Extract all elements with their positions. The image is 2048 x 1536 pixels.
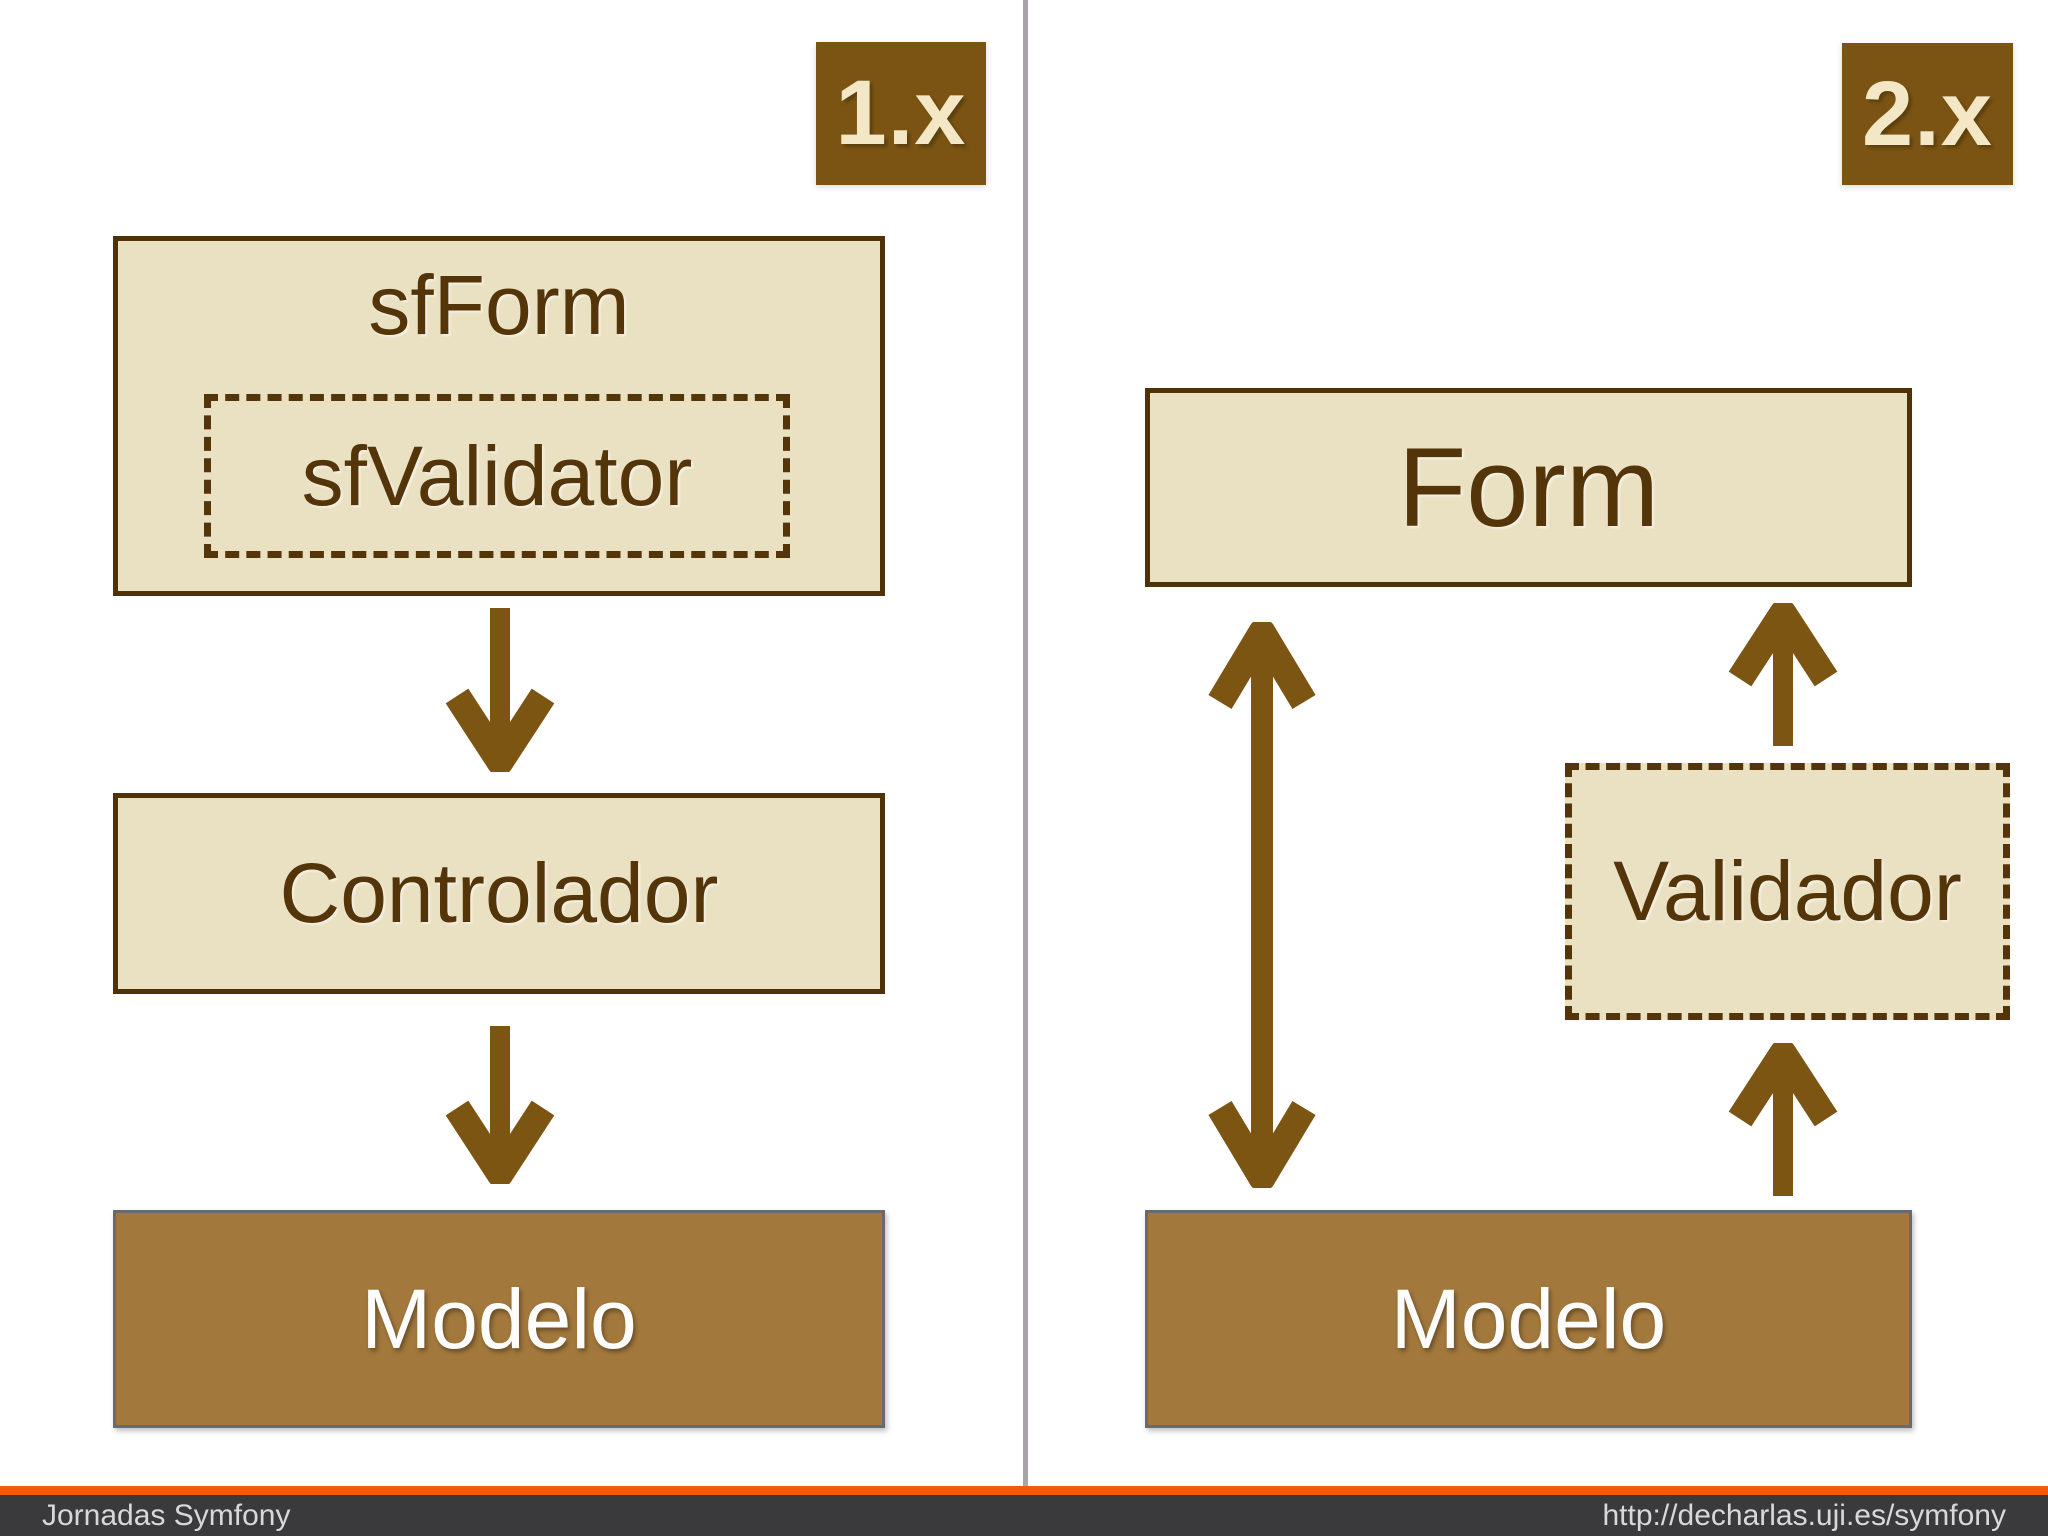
footer-event-title: Jornadas Symfony	[42, 1498, 291, 1532]
modelo-left-label: Modelo	[361, 1271, 637, 1366]
sfform-label: sfForm	[368, 258, 630, 352]
validador-label: Validador	[1613, 844, 1962, 938]
sfform-box: sfForm sfValidator	[113, 236, 885, 596]
down-arrow-1	[445, 608, 555, 772]
panel-divider	[1023, 0, 1028, 1486]
footer-accent-bar	[0, 1486, 2048, 1495]
validador-box: Validador	[1565, 763, 2010, 1020]
form-box: Form	[1145, 388, 1912, 587]
modelo-box-left: Modelo	[113, 1210, 885, 1428]
version-badge-2x-label: 2.x	[1862, 62, 1993, 165]
modelo-box-right: Modelo	[1145, 1210, 1912, 1428]
down-arrow-2	[445, 1026, 555, 1184]
double-arrow	[1208, 622, 1316, 1188]
footer-url: http://decharlas.uji.es/symfony	[1602, 1498, 2006, 1532]
controlador-box: Controlador	[113, 793, 885, 994]
form-label: Form	[1397, 425, 1660, 550]
controlador-label: Controlador	[279, 846, 719, 940]
modelo-right-label: Modelo	[1390, 1271, 1667, 1366]
up-arrow-2	[1728, 1043, 1838, 1196]
footer: Jornadas Symfony http://decharlas.uji.es…	[0, 1495, 2048, 1536]
version-badge-2x: 2.x	[1842, 43, 2013, 185]
up-arrow-1	[1728, 603, 1838, 746]
version-badge-1x-label: 1.x	[835, 62, 967, 164]
version-badge-1x: 1.x	[816, 42, 986, 185]
sfvalidator-box: sfValidator	[204, 394, 790, 558]
sfvalidator-label: sfValidator	[301, 428, 693, 523]
